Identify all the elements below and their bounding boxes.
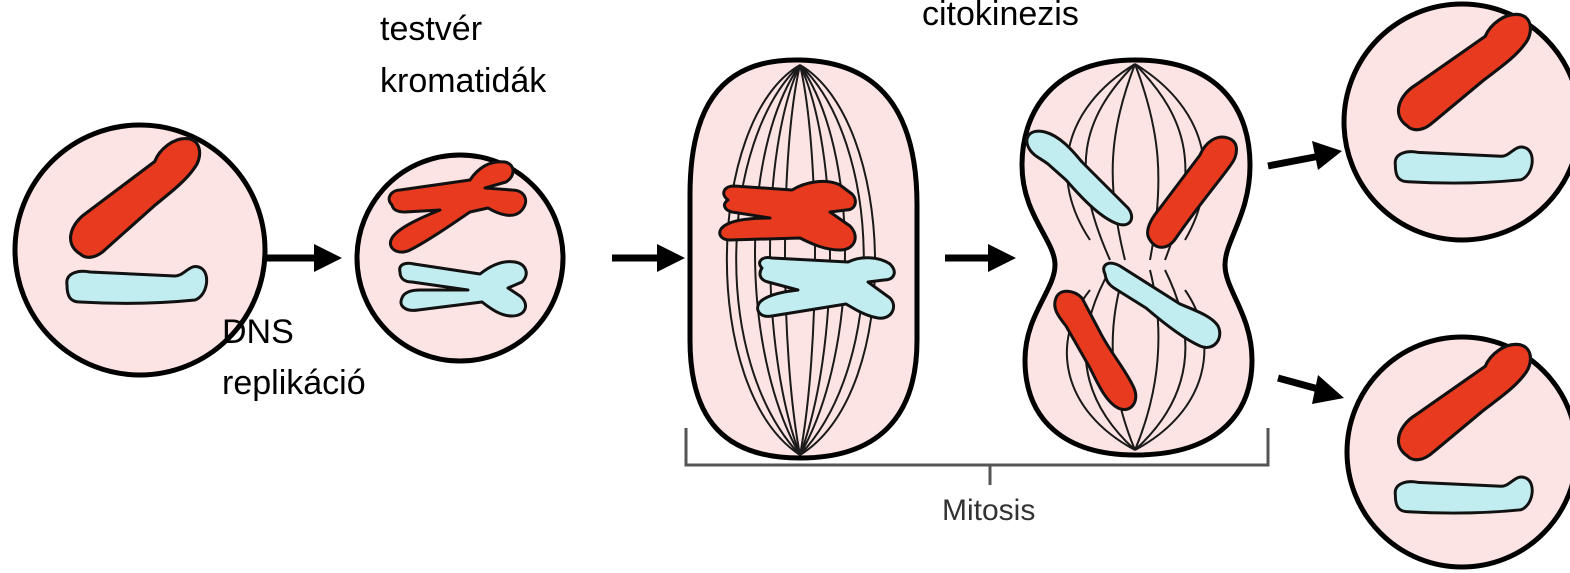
arrow-icon bbox=[945, 244, 1016, 272]
arrow-icon bbox=[1278, 375, 1344, 404]
metaphase-cell bbox=[690, 60, 917, 458]
daughter-cell-bottom bbox=[1347, 337, 1570, 567]
dna-replication-label-line2: replikáció bbox=[222, 364, 366, 402]
sister-chromatids-label-line1: testvér bbox=[380, 10, 482, 48]
mitosis-label: Mitosis bbox=[942, 494, 1035, 527]
anaphase-cell bbox=[1022, 60, 1252, 455]
cytokinesis-label: citokinezis bbox=[922, 0, 1079, 33]
cell-membrane bbox=[1344, 4, 1570, 240]
arrow-icon bbox=[612, 244, 685, 272]
daughter-cell-top bbox=[1344, 4, 1570, 240]
dna-replication-label-line1: DNS bbox=[222, 313, 294, 351]
sister-chromatids-label-line2: kromatidák bbox=[380, 62, 547, 100]
arrow-icon bbox=[1268, 141, 1342, 170]
cell-membrane bbox=[1347, 337, 1570, 567]
arrow-icon bbox=[267, 244, 342, 272]
replicated-cell bbox=[357, 155, 563, 361]
